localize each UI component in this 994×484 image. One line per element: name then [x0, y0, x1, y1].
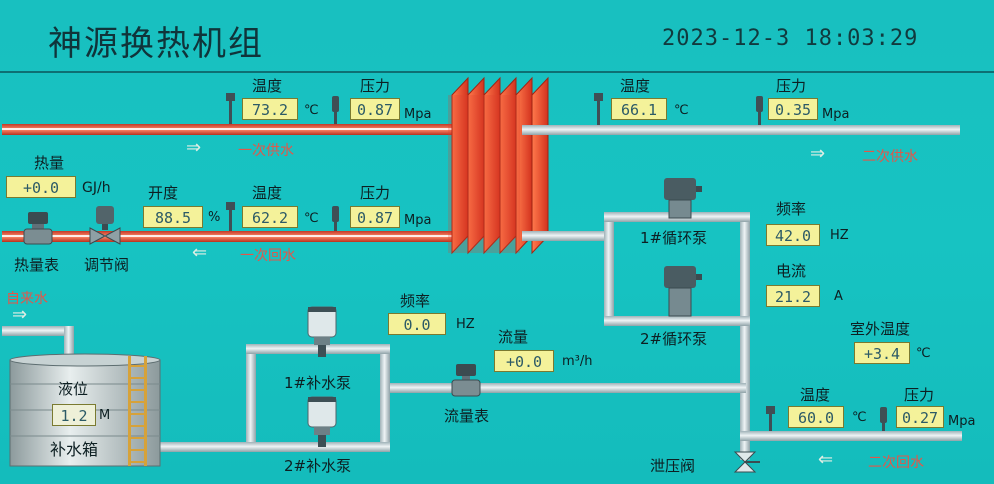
- circ-freq-value[interactable]: 42.0: [766, 224, 820, 246]
- relief-valve-icon: [733, 451, 760, 473]
- secondary-supply-pressure-value[interactable]: 0.35: [768, 98, 818, 120]
- flow-meter-label: 流量表: [444, 407, 490, 425]
- circ-pump-2-label: 2#循环泵: [640, 330, 708, 348]
- secondary-return-pressure-label: 压力: [904, 386, 935, 404]
- secondary-return-line-label: 二次回水: [868, 455, 924, 471]
- datetime-display: 2023-12-3 18:03:29: [662, 26, 919, 51]
- makeup-pump-2-label: 2#补水泵: [284, 457, 352, 475]
- circ-pump-1-label: 1#循环泵: [640, 229, 708, 247]
- tank-level-label: 液位: [58, 380, 89, 398]
- tank-name: 补水箱: [50, 440, 99, 459]
- temp-sensor-icon: [226, 202, 235, 231]
- temp-sensor-icon: [766, 406, 775, 431]
- pressure-sensor-icon: [880, 407, 887, 431]
- pressure-sensor-icon: [332, 206, 339, 231]
- heat-value[interactable]: +0.0: [6, 176, 76, 198]
- primary-supply-line-label: 一次供水: [238, 143, 294, 159]
- secondary-supply-temp-label: 温度: [620, 77, 651, 95]
- valve-opening-label: 开度: [148, 184, 179, 202]
- outdoor-temp-value[interactable]: +3.4: [854, 342, 910, 364]
- secondary-return-temp-value[interactable]: 60.0: [788, 406, 844, 428]
- outdoor-temp-label: 室外温度: [850, 320, 911, 338]
- primary-supply-pressure-value[interactable]: 0.87: [350, 98, 400, 120]
- circulation-pump-1-icon: [664, 178, 702, 219]
- makeup-pump-1-label: 1#补水泵: [284, 374, 352, 392]
- heat-label: 热量: [34, 154, 65, 172]
- flow-arrow-left-icon: ⇐: [818, 449, 834, 470]
- secondary-return-pipe: [740, 431, 962, 441]
- regulating-valve-icon: [89, 206, 121, 245]
- flow-arrow-right-icon: ⇒: [12, 304, 28, 325]
- header-divider: [0, 71, 994, 73]
- heat-unit: GJ/h: [82, 180, 111, 196]
- primary-supply-temp-label: 温度: [252, 77, 283, 95]
- plate-heat-exchanger: [448, 76, 549, 255]
- secondary-return-temp-label: 温度: [800, 386, 831, 404]
- flow-arrow-right-icon: ⇒: [186, 137, 202, 158]
- primary-return-pressure-label: 压力: [360, 184, 391, 202]
- secondary-supply-temp-value[interactable]: 66.1: [611, 98, 667, 120]
- primary-supply-temp-value[interactable]: 73.2: [242, 98, 298, 120]
- temp-sensor-icon: [226, 93, 235, 124]
- pressure-sensor-icon: [332, 96, 339, 124]
- makeup-pump-1-icon: [307, 306, 337, 357]
- circ-freq-label: 频率: [776, 200, 807, 218]
- primary-supply-pressure-label: 压力: [360, 77, 391, 95]
- makeup-flow-unit: m³/h: [562, 354, 593, 369]
- heat-meter-icon: [23, 212, 53, 245]
- primary-return-temp-label: 温度: [252, 184, 283, 202]
- outdoor-temp-unit: ℃: [916, 346, 931, 361]
- secondary-return-pressure-value[interactable]: 0.27: [896, 406, 944, 428]
- makeup-flow-value[interactable]: +0.0: [494, 350, 554, 372]
- primary-supply-temp-unit: ℃: [304, 103, 319, 118]
- pressure-sensor-icon: [756, 96, 763, 125]
- primary-return-pressure-value[interactable]: 0.87: [350, 206, 400, 228]
- secondary-return-pressure-unit: Mpa: [948, 414, 976, 429]
- tank-level-value[interactable]: 1.2: [52, 404, 96, 426]
- secondary-return-temp-unit: ℃: [852, 410, 867, 425]
- primary-supply-pressure-unit: Mpa: [404, 107, 432, 122]
- makeup-freq-label: 频率: [400, 292, 431, 310]
- makeup-flow-label: 流量: [498, 328, 529, 346]
- circulation-pump-2-icon: [664, 266, 702, 317]
- valve-opening-value[interactable]: 88.5: [143, 206, 203, 228]
- flow-arrow-left-icon: ⇐: [192, 242, 208, 263]
- regulating-valve-label: 调节阀: [84, 256, 130, 274]
- page-title: 神源换热机组: [48, 24, 264, 64]
- secondary-supply-temp-unit: ℃: [674, 103, 689, 118]
- makeup-freq-unit: HZ: [456, 317, 475, 332]
- flow-arrow-right-icon: ⇒: [810, 143, 826, 164]
- primary-return-temp-unit: ℃: [304, 211, 319, 226]
- tap-water-label: 自来水: [6, 291, 48, 307]
- flow-meter-icon: [451, 364, 481, 397]
- secondary-supply-pressure-label: 压力: [776, 77, 807, 95]
- tank-level-unit: M: [99, 408, 111, 423]
- circ-current-unit: A: [834, 289, 843, 304]
- primary-return-line-label: 一次回水: [240, 248, 296, 264]
- primary-return-pressure-unit: Mpa: [404, 213, 432, 228]
- circ-current-value[interactable]: 21.2: [766, 285, 820, 307]
- relief-valve-label: 泄压阀: [650, 457, 696, 475]
- circ-current-label: 电流: [776, 262, 807, 280]
- heat-meter-label: 热量表: [14, 256, 60, 274]
- secondary-supply-pipe: [522, 125, 960, 135]
- valve-opening-unit: %: [208, 210, 221, 225]
- circ-freq-unit: HZ: [830, 228, 849, 243]
- makeup-freq-value[interactable]: 0.0: [388, 313, 446, 335]
- makeup-pump-2-icon: [307, 396, 337, 447]
- primary-return-temp-value[interactable]: 62.2: [242, 206, 298, 228]
- temp-sensor-icon: [594, 93, 603, 125]
- secondary-supply-line-label: 二次供水: [862, 149, 918, 165]
- secondary-supply-pressure-unit: Mpa: [822, 107, 850, 122]
